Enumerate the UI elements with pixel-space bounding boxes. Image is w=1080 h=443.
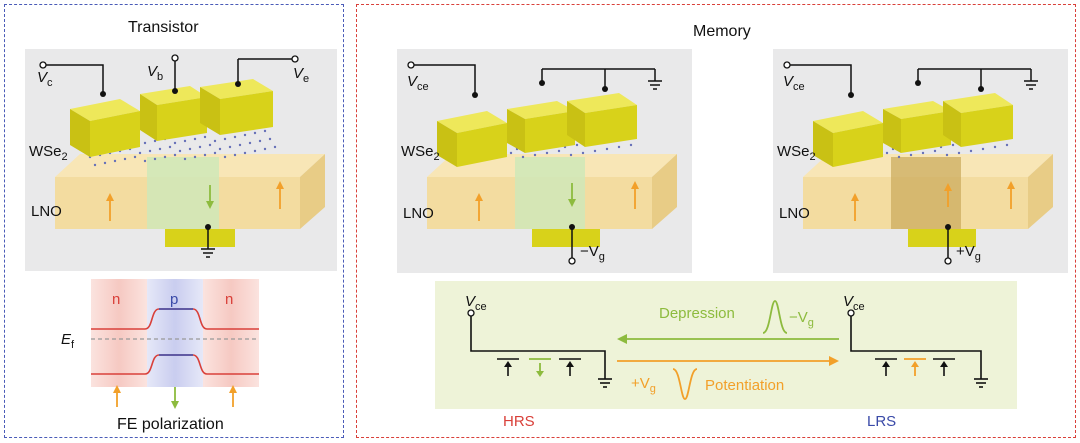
channel-domain	[891, 157, 961, 229]
depression-label: Depression	[659, 305, 735, 322]
polarization-down-arrow	[171, 401, 179, 409]
ve-label: Ve	[293, 65, 310, 85]
positive-pulse	[672, 368, 698, 400]
negative-vg-label: −Vg	[789, 309, 814, 329]
gate-voltage-label: −Vg	[580, 243, 605, 263]
potentiation-label: Potentiation	[705, 377, 785, 394]
polarization-up-arrow-right	[229, 385, 237, 393]
vce-label: Vce	[407, 73, 429, 93]
vce-label: Vce	[783, 73, 805, 93]
transistor-wires	[43, 58, 295, 258]
wse2-label: WSe2	[777, 143, 816, 163]
memory-panel: Memory	[356, 4, 1076, 438]
memory-states-svg	[467, 300, 988, 400]
polarization-arrows	[109, 187, 281, 221]
n-label-left: n	[112, 291, 121, 308]
channel-domain	[147, 157, 219, 229]
n-label-right: n	[225, 291, 234, 308]
memory-device-right-svg	[783, 61, 1053, 265]
lno-label: LNO	[779, 205, 810, 222]
band-diagram: n p n Ef FE polarization	[55, 279, 325, 439]
n-region-right	[203, 279, 259, 387]
lno-label: LNO	[403, 205, 434, 222]
fe-polarization-caption: FE polarization	[117, 416, 224, 433]
lno-label: LNO	[31, 203, 62, 220]
electrode-e	[200, 79, 273, 135]
transistor-device-svg	[39, 54, 325, 258]
vb-label: Vb	[147, 63, 164, 83]
electrode-b	[140, 86, 207, 141]
positive-vg-label: +Vg	[631, 375, 656, 395]
memory-device-right: Vce WSe2 LNO +Vg	[773, 49, 1068, 273]
ef-label: Ef	[61, 331, 75, 351]
lrs-label: LRS	[867, 413, 897, 430]
n-region-left	[91, 279, 147, 387]
bottom-gate-electrode	[908, 229, 976, 247]
transistor-device-illustration: Vc Vb Ve WSe2 LNO	[25, 49, 337, 271]
p-label: p	[170, 291, 179, 308]
gate-voltage-label: +Vg	[956, 243, 981, 263]
electrode-c	[70, 99, 140, 157]
hrs-label: HRS	[503, 413, 535, 430]
memory-device-left: Vce WSe2 LNO −Vg	[397, 49, 692, 273]
polarization-up-arrow-left	[113, 385, 121, 393]
vce-left-label: Vce	[465, 293, 487, 313]
p-region	[147, 279, 203, 387]
wse2-label: WSe2	[29, 143, 68, 163]
memory-device-left-svg	[407, 61, 677, 265]
vce-right-label: Vce	[843, 293, 865, 313]
band-diagram-svg	[91, 279, 259, 409]
channel-domain	[515, 157, 585, 229]
bottom-gate-electrode	[165, 229, 235, 247]
negative-pulse	[762, 300, 788, 334]
vc-label: Vc	[37, 69, 53, 89]
lno-side-face	[300, 154, 325, 229]
bottom-gate-electrode	[532, 229, 600, 247]
transistor-title: Transistor	[128, 19, 199, 36]
wse2-label: WSe2	[401, 143, 440, 163]
memory-states-schematic: Vce Vce Depression −Vg +Vg Potentiation	[435, 281, 1017, 409]
transistor-panel: Transistor	[4, 4, 344, 438]
memory-title: Memory	[693, 23, 751, 40]
